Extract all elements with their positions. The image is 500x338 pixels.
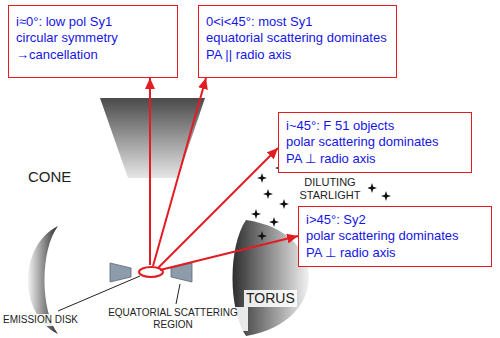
line-of-sight-arrow [160, 236, 298, 270]
callout-text: polar scattering dominates [306, 228, 484, 244]
line-of-sight-arrow [149, 78, 151, 265]
callout-text: circular symmetry [16, 30, 170, 46]
emission-disk [139, 267, 163, 277]
callout-box: i>45°: Sy2polar scattering dominatesPA ⊥… [298, 206, 492, 267]
scattering-wedge-left [110, 263, 131, 282]
figure-label: TORUS [244, 290, 297, 307]
callout-heading: i≈0°: low pol Sy1 [16, 14, 170, 30]
callout-text: polar scattering dominates [286, 134, 464, 150]
leader-line [176, 284, 180, 304]
line-of-sight-arrow [153, 78, 206, 266]
figure-label: EQUATORIAL SCATTERING REGION [98, 307, 248, 331]
callout-text: equatorial scattering dominates [206, 30, 389, 46]
figure-label: DILUTING STARLIGHT [292, 176, 368, 202]
callout-text: PA || radio axis [206, 47, 389, 63]
callout-heading: 0<i<45°: most Sy1 [206, 14, 389, 30]
callout-heading: i~45°: F 51 objects [286, 118, 464, 134]
callout-text: PA ⊥ radio axis [286, 151, 464, 167]
figure-label: CONE [26, 168, 73, 186]
callout-text: PA ⊥ radio axis [306, 245, 484, 261]
callout-box: i≈0°: low pol Sy1circular symmetry→cance… [8, 5, 178, 78]
leader-line [58, 276, 140, 311]
callout-text: →cancellation [16, 47, 170, 63]
figure-label: EMISSION DISK [1, 314, 80, 326]
callout-box: i~45°: F 51 objectspolar scattering domi… [278, 112, 472, 173]
callout-heading: i>45°: Sy2 [306, 212, 484, 228]
callout-box: 0<i<45°: most Sy1equatorial scattering d… [198, 5, 397, 78]
line-of-sight-arrow [158, 148, 278, 268]
